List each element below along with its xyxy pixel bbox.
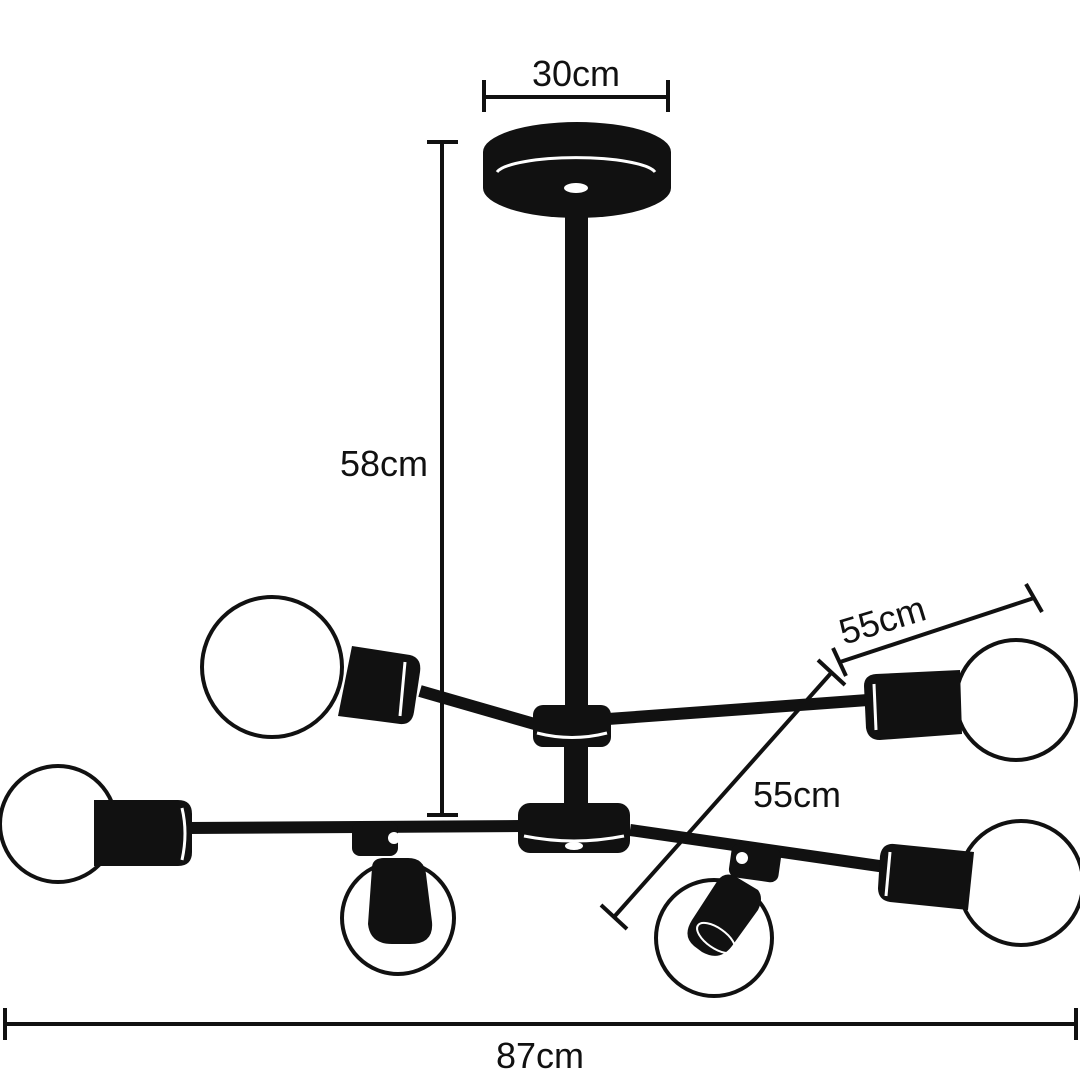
lower-hub: [518, 803, 630, 853]
arm-length-upper-label: 55cm: [834, 588, 930, 653]
bulb-lower-right: [878, 819, 1080, 947]
bulb-upper-right: [864, 638, 1078, 762]
upper-arm-right: [607, 694, 869, 725]
total-width-label: 87cm: [496, 1035, 584, 1076]
upper-hub: [533, 705, 611, 747]
chandelier-illustration: [0, 122, 1080, 998]
arm-length-diagonal-label: 55cm: [753, 774, 841, 815]
height-label: 58cm: [340, 443, 428, 484]
bulb-upper-left: [200, 595, 421, 739]
down-rod: [565, 195, 588, 715]
bulb-pendant-left: [340, 822, 456, 976]
canopy-width-label: 30cm: [532, 53, 620, 94]
lower-rod: [564, 745, 588, 805]
canopy-width-dimension: 30cm: [482, 53, 670, 112]
arm-length-diagonal-dimension: 55cm: [599, 658, 847, 931]
ceiling-canopy: [483, 122, 671, 218]
total-width-dimension: 87cm: [3, 1008, 1078, 1076]
upper-arm-left: [418, 685, 547, 733]
bulb-lower-left: [0, 764, 192, 884]
bulb-pendant-right: [654, 843, 782, 998]
